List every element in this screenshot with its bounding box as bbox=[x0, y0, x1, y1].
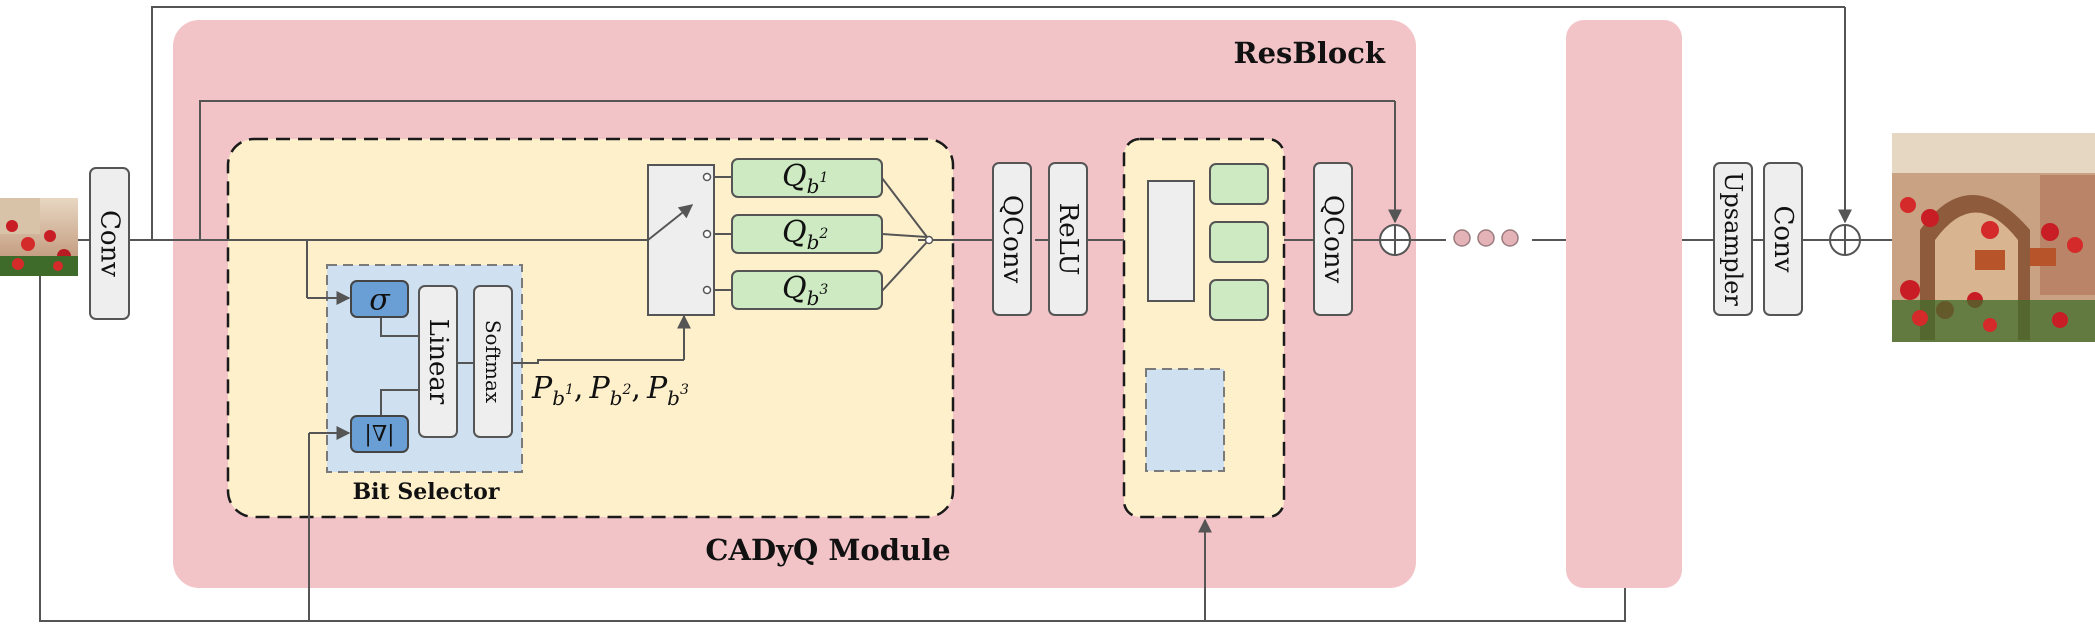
gradient-magnitude-block: |∇| bbox=[350, 415, 409, 453]
switch-icon bbox=[647, 164, 715, 316]
input-image-thumbnail bbox=[0, 198, 78, 276]
mini-quantizer-3 bbox=[1209, 279, 1269, 321]
q1-exp: 1 bbox=[819, 170, 828, 186]
softmax-block: Softmax bbox=[473, 285, 513, 438]
sum-icon bbox=[1829, 224, 1861, 256]
relu-label: ReLU bbox=[1053, 203, 1083, 276]
second-resblock-panel bbox=[1566, 20, 1682, 588]
upsampler-label: Upsampler bbox=[1719, 172, 1747, 306]
quantizer-b2: Qb2 bbox=[731, 214, 883, 254]
conv-in-block: Conv bbox=[89, 167, 130, 320]
q2-exp: 2 bbox=[818, 226, 828, 242]
sigma-label: σ bbox=[369, 283, 391, 318]
q1-base: Q bbox=[782, 159, 807, 194]
q3-sub: b bbox=[807, 286, 820, 310]
qconv-2-label: QConv bbox=[1318, 195, 1348, 284]
conv-out-label: Conv bbox=[1768, 206, 1798, 273]
quantizer-b1: Qb1 bbox=[731, 158, 883, 198]
svg-text:Qb3: Qb3 bbox=[782, 271, 828, 310]
grad-label: |∇| bbox=[364, 422, 394, 447]
q2-base: Q bbox=[782, 215, 807, 250]
cadyq-module-title: CADyQ Module bbox=[705, 533, 950, 567]
linear-label: Linear bbox=[423, 319, 453, 405]
bit-probabilities-label: Pb1,Pb2,Pb3 bbox=[531, 371, 689, 410]
mini-quantizer-2 bbox=[1209, 221, 1269, 263]
linear-block: Linear bbox=[418, 285, 458, 438]
bit-selector-title: Bit Selector bbox=[353, 479, 500, 505]
ellipsis-icon bbox=[1453, 229, 1519, 247]
mini-switch-box bbox=[1147, 180, 1195, 302]
upsampler-block: Upsampler bbox=[1713, 162, 1753, 316]
resblock-title: ResBlock bbox=[1234, 36, 1386, 70]
relu-block: ReLU bbox=[1048, 162, 1088, 316]
quantizer-b3: Qb3 bbox=[731, 270, 883, 310]
sigma-block: σ bbox=[350, 280, 409, 318]
qconv-block-1: QConv bbox=[992, 162, 1032, 316]
qconv-1-label: QConv bbox=[997, 195, 1027, 284]
svg-text:Qb1: Qb1 bbox=[782, 159, 828, 198]
sum-icon bbox=[1379, 224, 1411, 256]
mini-quantizer-1 bbox=[1209, 163, 1269, 205]
q3-exp: 3 bbox=[819, 282, 828, 298]
q2-sub: b bbox=[807, 230, 820, 254]
qconv-block-2: QConv bbox=[1313, 162, 1353, 316]
output-image-thumbnail bbox=[1892, 133, 2095, 342]
svg-text:Qb2: Qb2 bbox=[782, 215, 828, 254]
q3-base: Q bbox=[782, 271, 807, 306]
conv-in-label: Conv bbox=[95, 210, 125, 277]
softmax-label: Softmax bbox=[481, 320, 505, 404]
merge-node-icon bbox=[924, 235, 934, 245]
q1-sub: b bbox=[807, 174, 820, 198]
mini-bit-selector bbox=[1145, 368, 1225, 472]
conv-out-block: Conv bbox=[1763, 162, 1803, 316]
